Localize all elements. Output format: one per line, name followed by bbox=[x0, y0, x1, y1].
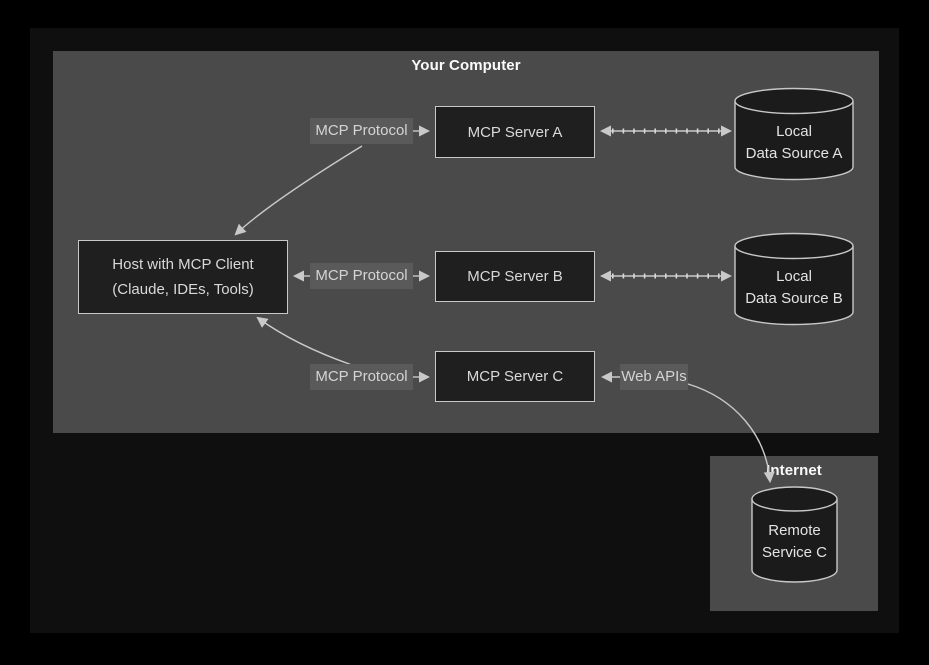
edge-web-apis-remote-service bbox=[687, 383, 775, 484]
server-b-label: MCP Server B bbox=[467, 268, 563, 285]
internet-title: Internet bbox=[766, 462, 822, 479]
datasource-b-line1: Local bbox=[776, 268, 812, 285]
host-node: Host with MCP Client (Claude, IDEs, Tool… bbox=[78, 240, 288, 314]
datasource-a-label: Local Data Source A bbox=[735, 121, 853, 165]
remote-service-line1: Remote bbox=[768, 522, 821, 539]
datasource-a-line2: Data Source A bbox=[745, 145, 843, 162]
web-apis-label: Web APIs bbox=[620, 364, 688, 390]
mcp-protocol-label-b: MCP Protocol bbox=[310, 263, 413, 289]
datasource-a-cylinder bbox=[734, 87, 854, 181]
server-c-node: MCP Server C bbox=[435, 351, 595, 402]
mcp-protocol-label-c: MCP Protocol bbox=[310, 364, 413, 390]
remote-service-line2: Service C bbox=[761, 544, 828, 561]
server-a-label: MCP Server A bbox=[467, 123, 563, 141]
edge-host-protocol-a bbox=[234, 145, 363, 236]
remote-service-cylinder bbox=[751, 486, 838, 583]
host-node-line2: (Claude, IDEs, Tools) bbox=[112, 281, 254, 298]
mcp-protocol-label-a: MCP Protocol bbox=[310, 118, 413, 144]
datasource-a-line1: Local bbox=[776, 123, 812, 140]
server-c-label: MCP Server C bbox=[466, 368, 564, 385]
datasource-b-label: Local Data Source B bbox=[735, 266, 853, 310]
datasource-b-cylinder bbox=[734, 232, 854, 326]
server-b-node: MCP Server B bbox=[435, 251, 595, 302]
server-a-node: MCP Server A bbox=[435, 106, 595, 158]
host-node-line1: Host with MCP Client bbox=[112, 256, 254, 273]
remote-service-label: Remote Service C bbox=[744, 520, 845, 564]
your-computer-title: Your Computer bbox=[411, 57, 521, 74]
edge-protocol-c-host bbox=[256, 316, 353, 366]
datasource-b-line2: Data Source B bbox=[745, 290, 843, 307]
